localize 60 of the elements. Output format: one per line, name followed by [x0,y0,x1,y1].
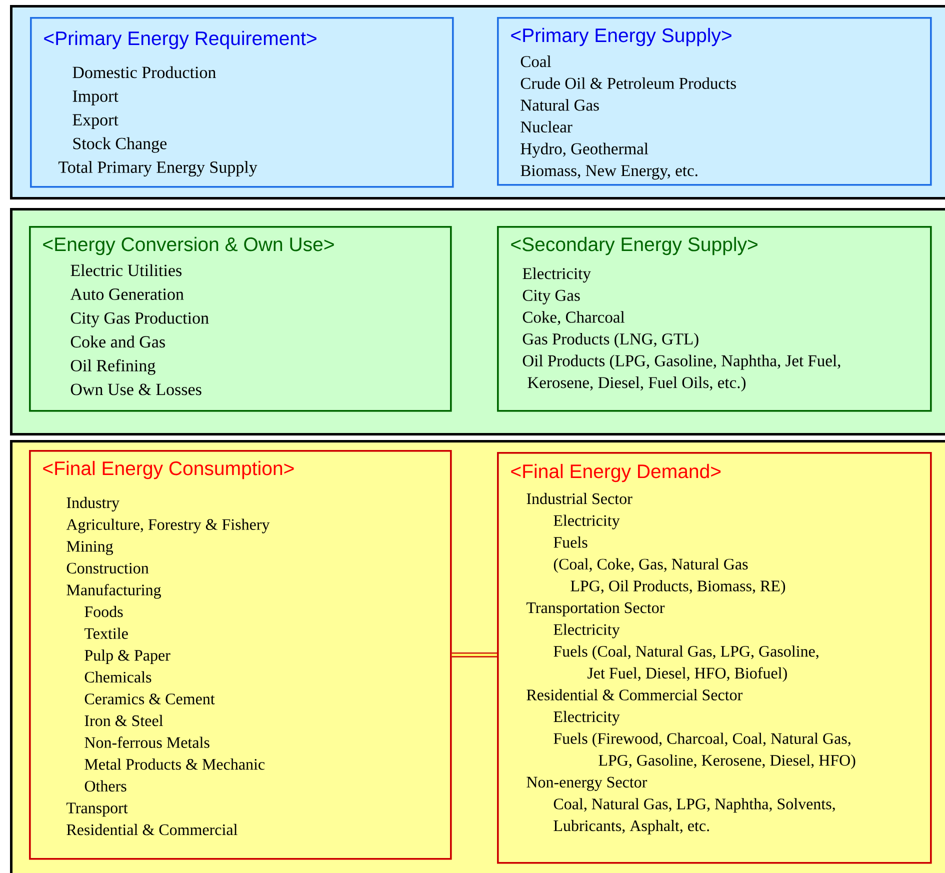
list-item: Industrial Sector [526,492,632,504]
list-item: Natural Gas [520,99,599,111]
list-item: Nuclear [520,120,572,133]
list-item: Metal Products & Mechanic [84,758,265,770]
list-item: Textile [84,628,128,639]
box-heading: <Final Energy Consumption> [43,460,294,480]
list-item: Import [72,90,118,106]
section-band [10,440,945,873]
list-item: Biomass, New Energy, etc. [520,165,698,180]
list-item: Non-energy Sector [526,776,648,791]
list-item: Electricity [522,268,591,283]
list-item: Gas Products (LNG, GTL) [522,332,698,348]
list-item: City Gas Production [70,312,209,328]
list-item: (Coal, Coke, Gas, Natural Gas LPG, Oil Products, Biomass, RE) [554,558,786,595]
double-line-connector [452,652,497,658]
list-item: Agriculture, Forestry & Fishery [66,518,270,534]
list-item: Auto Generation [70,288,184,300]
list-item: Non-ferrous Metals [84,736,210,748]
box-heading: <Final Energy Demand> [511,464,721,482]
box-heading: <Primary Energy Supply> [511,28,732,46]
list-item: Oil Products (LPG, Gasoline, Naphtha, Jet Fuel, Kerosene, Diesel, Fuel Oils, etc.) [522,354,840,392]
list-item: Others [84,780,126,792]
list-item: Export [72,114,118,130]
list-item: Own Use & Losses [70,384,202,396]
box-heading: <Energy Conversion & Own Use> [43,236,334,256]
list-item: Pulp & Paper [84,650,170,664]
list-item: Industry [66,496,120,512]
list-item: Transport [66,802,128,817]
list-item: Coal, Natural Gas, LPG, Naphtha, Solvents, Lubricants, Asphalt, etc. [554,798,835,834]
list-item: Manufacturing [66,584,161,599]
list-item: Stock Change [73,137,167,153]
list-item: Transportation Sector [526,602,665,616]
list-item: Electricity [554,710,620,726]
list-item: Coke, Charcoal [522,311,625,326]
list-item: City Gas [522,290,580,304]
list-item: Domestic Production [72,66,216,78]
list-item: Iron & Steel [84,714,163,726]
section-band [10,5,945,200]
list-item: Oil Refining [70,359,156,375]
list-item: Coal [520,56,552,68]
list-item: Electric Utilities [70,264,182,276]
list-item: Electricity [554,624,620,638]
box-heading: <Primary Energy Requirement> [44,30,316,50]
list-item: Electricity [554,514,620,530]
box-heading: <Secondary Energy Supply> [511,236,758,256]
list-item: Coke and Gas [70,336,165,348]
section-band [10,208,945,436]
list-item: Residential & Commercial [66,824,238,836]
list-item: Mining [66,541,114,556]
list-item: Total Primary Energy Supply [58,161,258,176]
list-item: Fuels (Coal, Natural Gas, LPG, Gasoline, Jet Fuel, Diesel, HFO, Biofuel) [554,646,818,682]
list-item: Fuels [554,536,588,548]
list-item: Construction [66,562,149,574]
list-item: Fuels (Firewood, Charcoal, Coal, Natural Gas, LPG, Gasoline, Kerosene, Diesel, HFO) [554,732,856,770]
list-item: Residential & Commercial Sector [526,689,742,700]
list-item: Hydro, Geothermal [520,142,648,158]
list-item: Foods [84,606,123,618]
list-item: Crude Oil & Petroleum Products [520,77,736,89]
list-item: Chemicals [84,671,152,683]
list-item: Ceramics & Cement [84,694,215,704]
